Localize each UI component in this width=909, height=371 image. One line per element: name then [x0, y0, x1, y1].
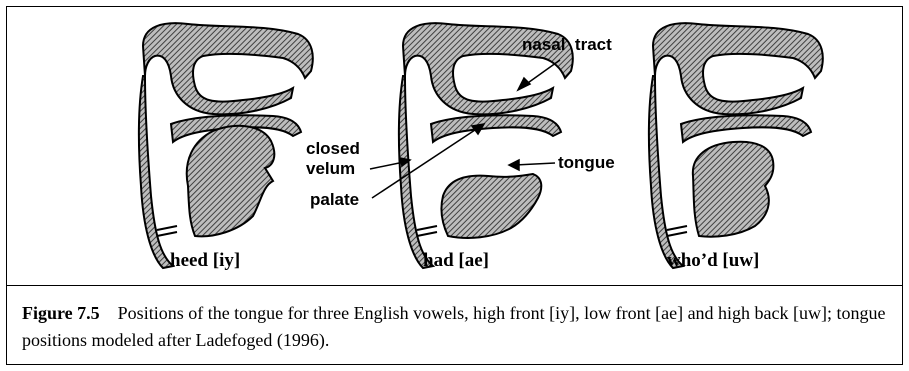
panel-label-had: had [ae] — [423, 250, 489, 271]
caption-text: Positions of the tongue for three Englis… — [22, 303, 886, 350]
closed-label: closed — [306, 139, 360, 158]
tongue-shape-heed — [187, 126, 275, 237]
palate-label: palate — [310, 190, 359, 209]
velum-label: velum — [306, 159, 355, 178]
panel-had — [399, 23, 573, 268]
panel-label-whod: who’d [uw] — [667, 250, 759, 271]
tongue-arrowhead — [509, 160, 519, 170]
panel-whod — [649, 23, 823, 268]
tongue-shape-had — [441, 174, 541, 238]
panel-label-heed: heed [iy] — [170, 250, 240, 271]
nasal-tract-label: nasal tract — [522, 35, 612, 54]
panel-heed — [139, 23, 313, 268]
tongue-label: tongue — [558, 153, 615, 172]
figure-number: Figure 7.5 — [22, 303, 100, 323]
tongue-arrow — [515, 163, 555, 165]
tongue-shape-whod — [693, 142, 774, 237]
nasal-tract-arrowhead — [518, 78, 530, 90]
